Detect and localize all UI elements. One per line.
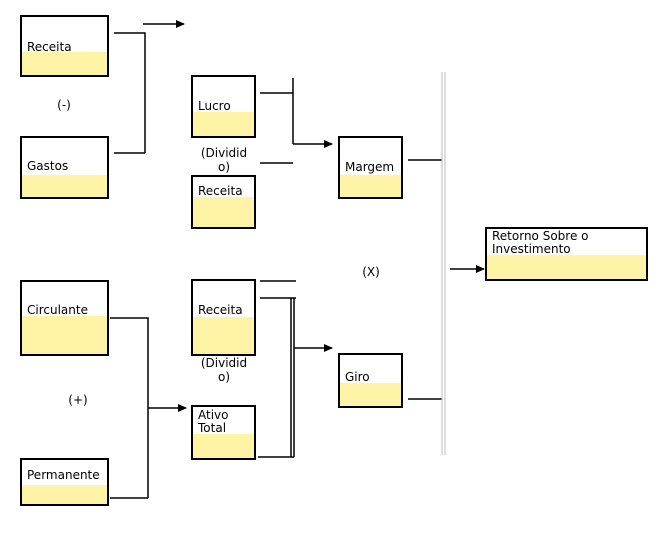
divide-operator-low: (Dividid o) bbox=[200, 356, 248, 384]
receita-connector bbox=[114, 32, 146, 153]
minus-operator: (-) bbox=[57, 98, 71, 112]
receita-mid-box: Receita bbox=[191, 175, 256, 229]
gastos-label: Gastos bbox=[27, 159, 69, 173]
circulante-box: Circulante bbox=[20, 280, 109, 356]
circulante-label: Circulante bbox=[27, 303, 88, 317]
permanente-box: Permanente bbox=[20, 458, 109, 506]
receita-mid-fill bbox=[193, 197, 254, 227]
permanente-label: Permanente bbox=[27, 468, 100, 482]
giro-fill bbox=[340, 383, 401, 406]
ativo-total-fill bbox=[193, 434, 254, 458]
margem-fill bbox=[340, 175, 401, 197]
circulante-fill bbox=[22, 316, 107, 354]
receita-label: Receita bbox=[27, 40, 72, 54]
receita-mid-label: Receita bbox=[198, 184, 243, 198]
giro-label: Giro bbox=[345, 370, 370, 384]
roi-label: Retorno Sobre o Investimento bbox=[492, 229, 589, 256]
roi-fill bbox=[487, 255, 646, 279]
margem-label: Margem bbox=[345, 160, 395, 174]
ativo-total-box: Ativo Total bbox=[191, 405, 256, 460]
receita-fill bbox=[22, 52, 107, 75]
receita-box: Receita bbox=[20, 15, 109, 77]
receita-low-box: Receita bbox=[191, 279, 256, 356]
receita-low-fill bbox=[193, 317, 254, 354]
gastos-fill bbox=[22, 175, 107, 197]
margem-box: Margem bbox=[338, 136, 403, 199]
lucro-fill bbox=[193, 112, 254, 136]
circulante-connector bbox=[110, 317, 149, 498]
gastos-box: Gastos bbox=[20, 136, 109, 199]
roi-box: Retorno Sobre o Investimento bbox=[485, 227, 648, 281]
plus-operator: (+) bbox=[68, 393, 88, 407]
receita-low-label: Receita bbox=[198, 303, 243, 317]
times-operator: (X) bbox=[362, 265, 380, 279]
lucro-box: Lucro bbox=[191, 75, 256, 138]
divide-operator-top: (Dividid o) bbox=[200, 146, 248, 174]
giro-box: Giro bbox=[338, 353, 403, 408]
lucro-label: Lucro bbox=[198, 99, 231, 113]
ativo-total-label: Ativo Total bbox=[198, 408, 229, 435]
permanente-fill bbox=[22, 485, 107, 504]
